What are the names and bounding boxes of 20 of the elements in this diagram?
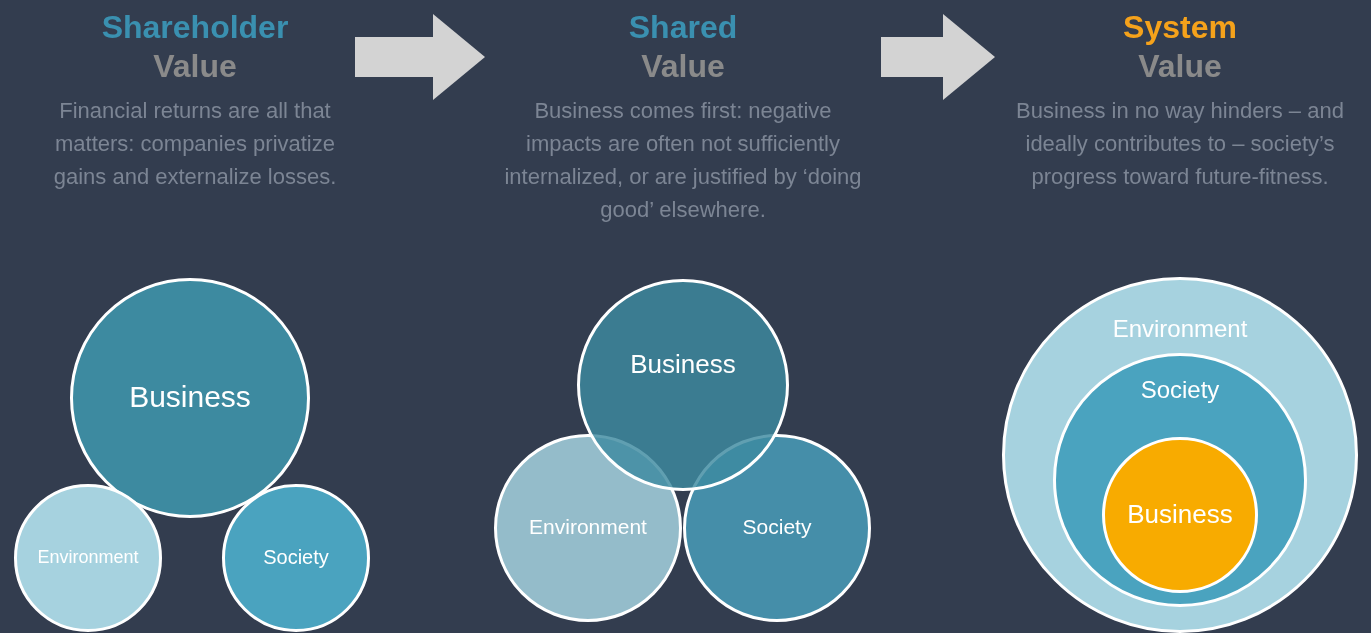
description-text: Business in no way hinders – and ideally contributes to – society’s progress toward future-fitness. [1015,97,1345,191]
circle-label: Society [1139,376,1221,405]
circle-label: Environment [36,547,140,569]
description-text: Business comes first: negative impacts are often not sufficiently internalized, or are justified by ‘doing good’ elsewhere. [503,97,863,224]
arrow [355,14,485,100]
description-text: Financial returns are all that matters: companies privatize gains and externalize losses. [52,97,338,191]
circle-label: Business [629,348,737,380]
heading-title: Shareholder [100,8,290,46]
heading-subtitle: Value [1137,47,1223,86]
heading-title: System [1122,8,1238,46]
heading-subtitle: Value [640,47,726,86]
circle-label: Society [741,515,813,540]
heading-title: Shared [627,8,739,46]
circle-label: Business [1126,499,1234,531]
circle-label: Environment [1111,314,1249,343]
circle-label: Environment [528,515,648,540]
arrow [881,14,995,100]
circle-label: Business [128,380,252,414]
heading-subtitle: Value [152,47,238,86]
circle-label: Society [262,546,330,569]
